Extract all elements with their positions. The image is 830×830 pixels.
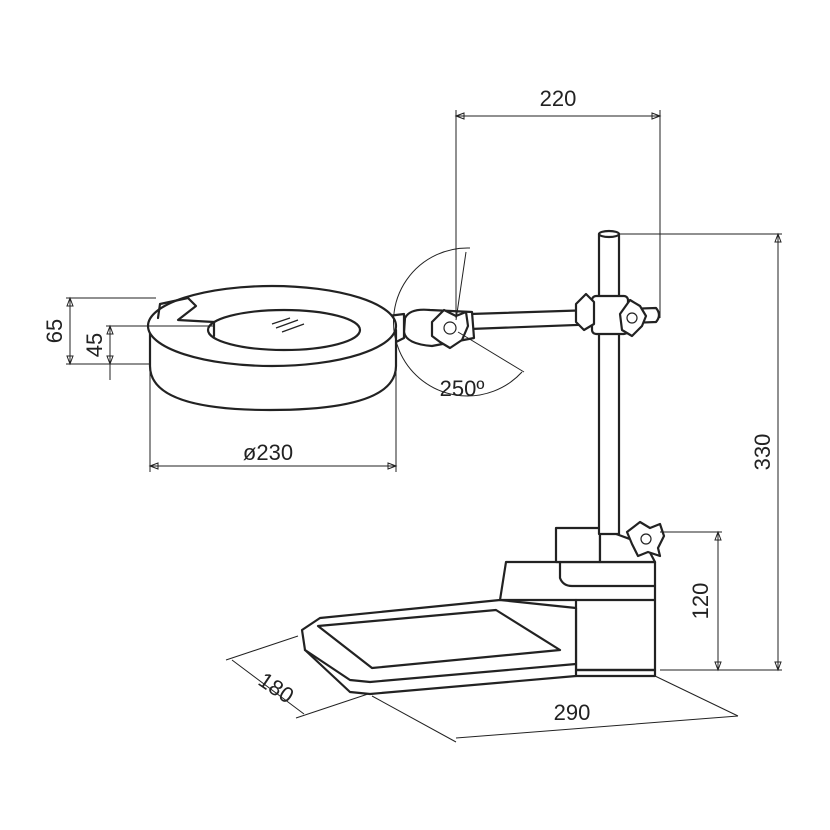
label-lens-diameter: ø230 bbox=[243, 440, 293, 465]
base-tower-top bbox=[554, 526, 602, 564]
dim-arm-reach bbox=[454, 110, 662, 318]
lens-glass bbox=[206, 308, 362, 352]
swivel-knob bbox=[430, 308, 470, 350]
pole-top-cap bbox=[597, 229, 621, 239]
label-arm-reach: 220 bbox=[540, 86, 577, 111]
lower-clamp-knob bbox=[625, 520, 666, 558]
dim-total-height bbox=[620, 232, 782, 672]
upper-clamp-knob-right bbox=[618, 298, 648, 338]
pole bbox=[597, 229, 666, 558]
label-base-width: 290 bbox=[554, 700, 591, 725]
arm bbox=[386, 292, 661, 350]
base-foot-lip bbox=[303, 648, 578, 684]
label-base-depth: 180 bbox=[254, 667, 298, 708]
base bbox=[300, 526, 657, 696]
dim-rotation-angle bbox=[392, 247, 525, 397]
dim-base-width bbox=[371, 675, 739, 743]
lens-head bbox=[146, 284, 398, 412]
dim-clamp-height bbox=[660, 530, 722, 672]
swivel-joint bbox=[386, 308, 476, 350]
dim-lens-diameter bbox=[148, 370, 398, 472]
dim-lens-height bbox=[66, 296, 214, 380]
label-total-height: 330 bbox=[750, 434, 775, 471]
base-bottom-edge bbox=[574, 668, 657, 678]
upper-clamp-knob-left bbox=[574, 292, 596, 332]
label-rotation-angle: 250º bbox=[440, 376, 485, 401]
base-foot-top bbox=[316, 608, 562, 670]
label-lens-inner-height: 45 bbox=[82, 333, 107, 357]
dim-base-depth bbox=[225, 635, 369, 719]
pole-shaft bbox=[597, 232, 621, 536]
lens-wire-handle bbox=[156, 296, 216, 338]
lens-glare bbox=[271, 317, 305, 333]
base-tower-groove bbox=[558, 560, 657, 588]
upper-clamp bbox=[574, 292, 648, 338]
label-lens-outer-height: 65 bbox=[42, 319, 67, 343]
label-clamp-height: 120 bbox=[688, 583, 713, 620]
